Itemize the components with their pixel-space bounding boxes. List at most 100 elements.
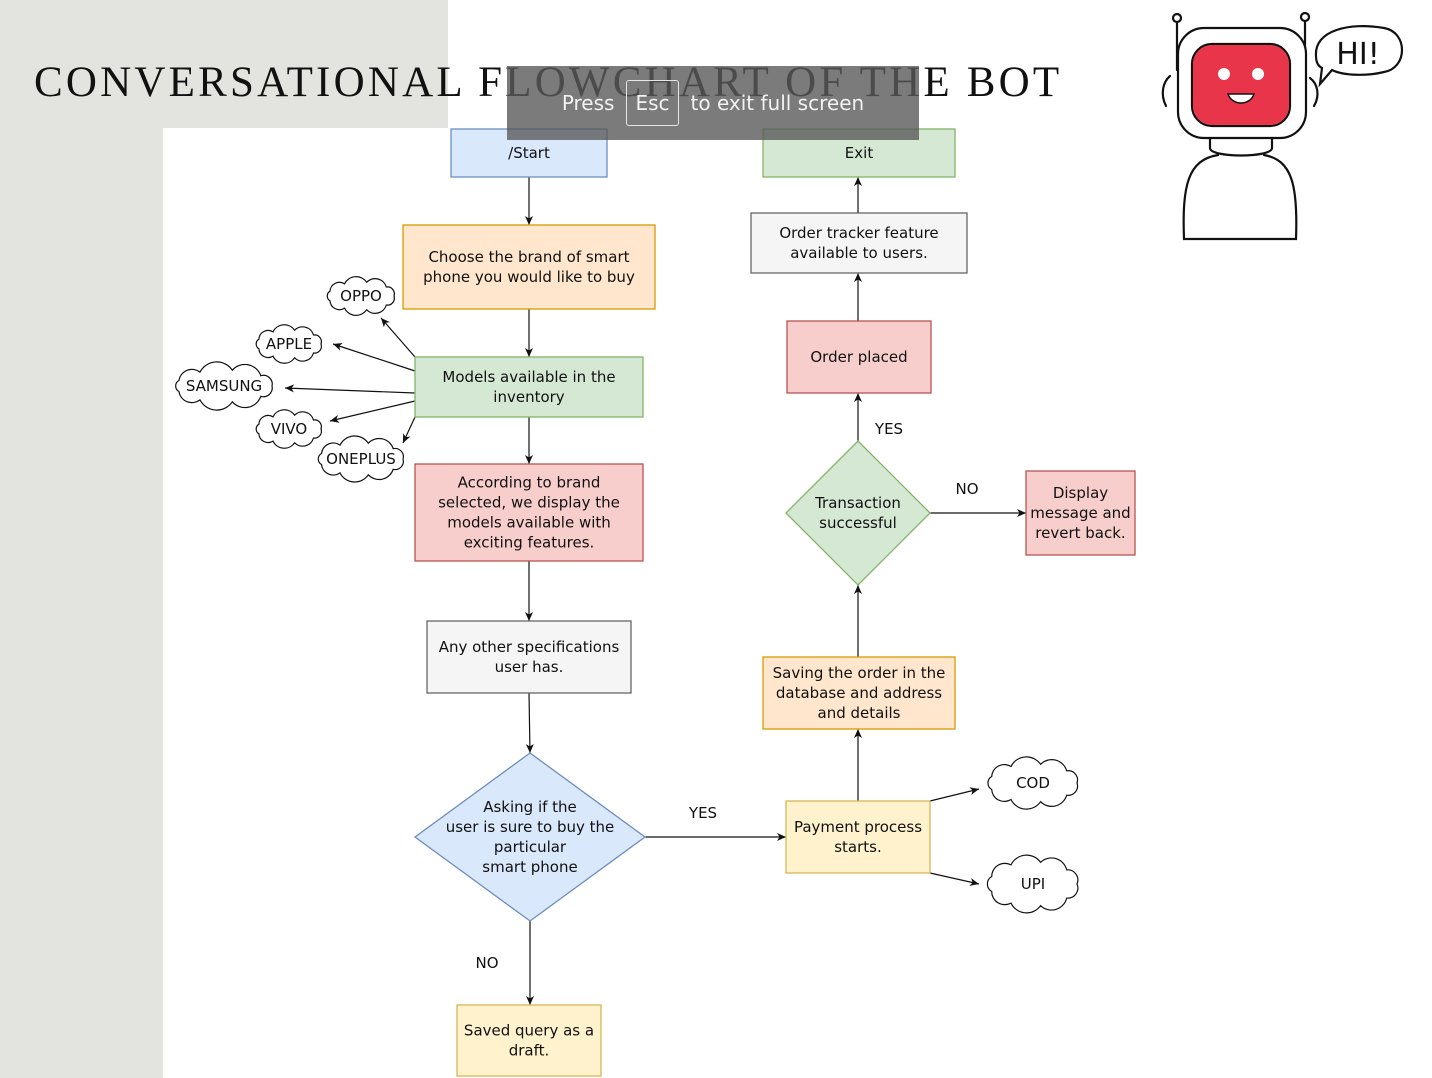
node-saving-box: [762, 656, 956, 730]
cloud-upi-shape: [986, 854, 1079, 914]
node-asking-diamond: [413, 752, 647, 922]
node-asking-text: user is sure to buy the: [446, 818, 615, 836]
cloud-apple-text: APPLE: [266, 335, 312, 353]
node-placed: Order placed: [786, 320, 932, 394]
cloud-vivo-shape: [255, 409, 322, 449]
flow-arrow: [929, 787, 980, 802]
cloud-samsung: SAMSUNG: [175, 361, 273, 411]
cloud-vivo: VIVO: [255, 409, 322, 449]
node-tracker-box: [750, 212, 968, 274]
slide-left-band: [0, 0, 163, 1078]
node-tracker: Order tracker feature available to users.: [750, 212, 968, 274]
robot-face-screen: [1190, 42, 1292, 128]
node-display: According to brand selected, we display t…: [414, 463, 644, 562]
cloud-upi-text: UPI: [1021, 875, 1045, 893]
node-asking-text: smart phone: [482, 858, 577, 876]
node-transaction-text: successful: [819, 514, 897, 532]
node-message: Display message and revert back.: [1025, 470, 1136, 556]
overlay-press-text: Press: [561, 91, 615, 115]
robot-eye-right: [1252, 68, 1264, 80]
node-display-text: selected, we display the: [438, 494, 620, 512]
node-display-text: models available with: [447, 514, 611, 532]
flow-arrow: [525, 692, 534, 754]
node-tracker-text: available to users.: [790, 244, 928, 262]
label-no-draft: NO: [475, 954, 498, 972]
cloud-cod-text: COD: [1016, 774, 1050, 792]
node-message-text: revert back.: [1035, 524, 1125, 542]
node-choose-text: Choose the brand of smart: [428, 248, 629, 266]
cloud-oppo-shape: [326, 276, 395, 316]
node-message-text: message and: [1030, 504, 1130, 522]
node-models: Models available in the inventory: [414, 356, 644, 418]
node-asking: Asking if the user is sure to buy the part…: [413, 752, 647, 922]
cloud-cod-shape: [987, 756, 1079, 810]
robot-eye-left: [1218, 68, 1230, 80]
cloud-apple: APPLE: [255, 324, 322, 364]
node-specs: Any other specifications user has.: [426, 620, 632, 694]
node-message-box: [1025, 470, 1136, 556]
cloud-samsung-shape: [175, 361, 273, 411]
cloud-oneplus-shape: [317, 435, 404, 483]
node-choose-text: phone you would like to buy: [423, 268, 635, 286]
cloud-vivo-text: VIVO: [271, 420, 308, 438]
node-saving-text: and details: [818, 704, 901, 722]
node-start-text: /Start: [508, 144, 550, 162]
cloud-oneplus: ONEPLUS: [317, 435, 404, 483]
flow-arrow: [380, 317, 416, 358]
cloud-apple-shape: [255, 324, 322, 364]
node-draft-text: draft.: [509, 1042, 550, 1060]
fullscreen-exit-hint: Press Esc to exit full screen: [507, 66, 919, 140]
node-display-box: [414, 463, 644, 562]
node-draft-text: Saved query as a: [464, 1022, 594, 1040]
node-choose: Choose the brand of smart phone you would…: [402, 224, 656, 310]
cloud-upi: UPI: [986, 854, 1079, 914]
node-placed-text: Order placed: [810, 348, 907, 366]
node-models-text: Models available in the: [442, 368, 615, 386]
label-no-transaction: NO: [955, 480, 978, 498]
flow-arrow: [929, 872, 980, 886]
node-placed-box: [786, 320, 932, 394]
label-yes-payment: YES: [688, 804, 717, 822]
flow-arrow: [332, 343, 416, 372]
robot-face: [1193, 45, 1289, 125]
robot-mouth: [1226, 93, 1256, 104]
cloud-oppo: OPPO: [326, 276, 395, 316]
node-specs-box: [426, 620, 632, 694]
node-display-text: exciting features.: [464, 534, 595, 552]
node-specs-text: user has.: [495, 658, 564, 676]
node-asking-text: particular: [494, 838, 567, 856]
node-payment-text: Payment process: [794, 818, 922, 836]
node-draft-box: [456, 1004, 602, 1077]
robot-speech-text: HI!: [1336, 37, 1379, 72]
node-models-text: inventory: [493, 388, 565, 406]
label-yes-order: YES: [874, 420, 903, 438]
node-saving-text: Saving the order in the: [773, 664, 946, 682]
flow-arrow: [284, 384, 416, 394]
cloud-cod: COD: [987, 756, 1079, 810]
node-asking-text: Asking if the: [483, 798, 577, 816]
node-specs-text: Any other specifications: [439, 638, 620, 656]
node-draft: Saved query as a draft.: [456, 1004, 602, 1077]
cloud-oppo-text: OPPO: [340, 287, 382, 305]
node-message-text: Display: [1053, 484, 1108, 502]
node-transaction-text: Transaction: [814, 494, 901, 512]
node-payment-text: starts.: [834, 838, 882, 856]
cloud-samsung-text: SAMSUNG: [186, 377, 262, 395]
slide-top-band: [163, 0, 448, 128]
overlay-suffix-text: to exit full screen: [690, 91, 865, 115]
flow-arrow: [329, 400, 416, 423]
esc-key: Esc: [626, 80, 679, 126]
robot-illustration: HI!: [1161, 11, 1404, 241]
node-saving-text: database and address: [776, 684, 942, 702]
node-display-text: According to brand: [458, 474, 601, 492]
flow-arrow: [402, 416, 416, 444]
cloud-oneplus-text: ONEPLUS: [326, 450, 396, 468]
node-models-box: [414, 356, 644, 418]
node-tracker-text: Order tracker feature: [779, 224, 938, 242]
node-payment-box: [785, 800, 931, 874]
node-transaction: Transaction successful: [785, 440, 931, 586]
node-exit-text: Exit: [845, 144, 874, 162]
node-payment: Payment process starts.: [785, 800, 931, 874]
node-saving: Saving the order in the database and addr…: [762, 656, 956, 730]
